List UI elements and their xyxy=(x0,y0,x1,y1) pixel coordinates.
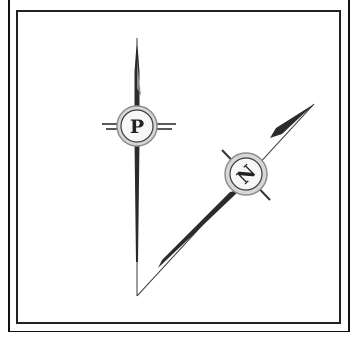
diagonal-vector xyxy=(137,104,314,296)
diagonal-arrow-shaft xyxy=(158,190,240,268)
p-medallion: P xyxy=(102,106,176,146)
vertical-arrow-shaft xyxy=(135,140,140,262)
p-letter: P xyxy=(130,116,144,138)
n-medallion: N xyxy=(225,153,267,195)
vertical-vector xyxy=(135,38,142,296)
diagonal-arrow-head xyxy=(270,104,314,138)
